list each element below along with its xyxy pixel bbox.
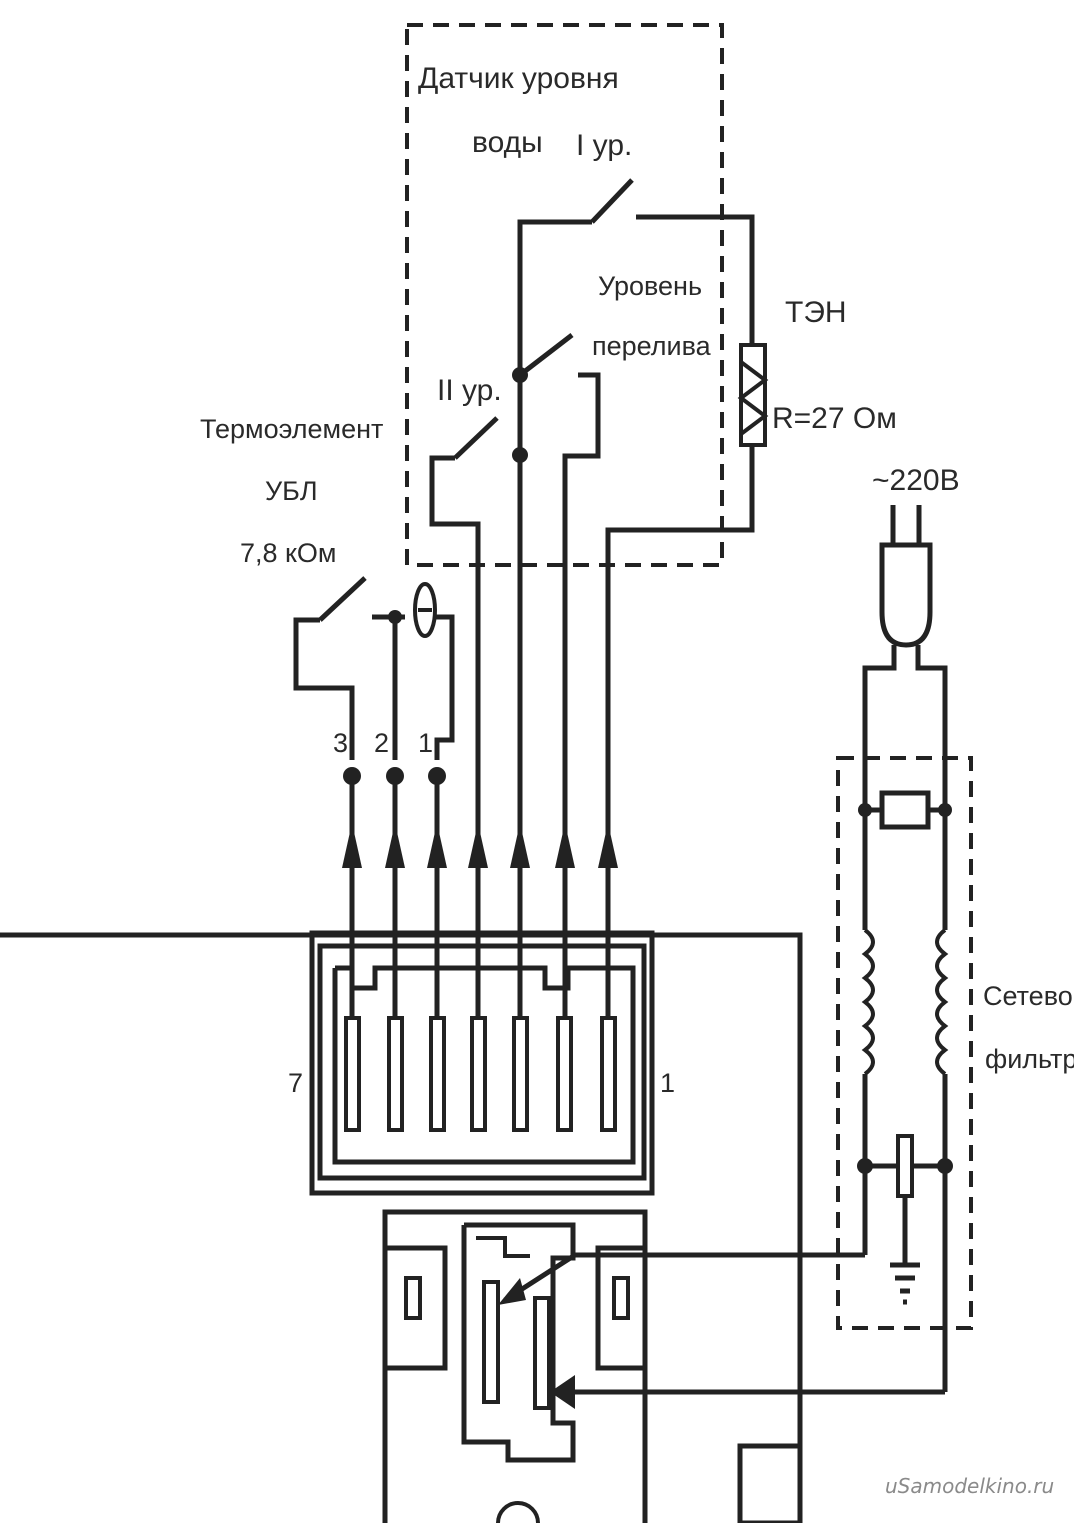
junction-dot — [857, 1158, 873, 1174]
connector-pin — [344, 1016, 361, 1132]
connector-left-pin-label: 7 — [288, 1068, 303, 1098]
lock-pin-2-label: 2 — [374, 728, 389, 758]
filter-label-line2: фильтр — [985, 1044, 1074, 1074]
overflow-label-line2: перелива — [592, 331, 712, 361]
heater-resistance: R=27 Ом — [772, 402, 897, 435]
lock-pin-1-label: 1 — [418, 728, 433, 758]
level2-label: II ур. — [437, 374, 502, 407]
capacitor — [896, 1134, 914, 1198]
connector-pin — [470, 1016, 487, 1132]
filter-output-wires — [498, 1252, 945, 1409]
mains-filter — [861, 765, 949, 1392]
connector-pin — [600, 1016, 617, 1132]
resistor — [879, 790, 931, 830]
power-connector — [382, 1209, 803, 1523]
junction-dot — [512, 367, 528, 383]
arrow-head — [427, 823, 447, 868]
connector-pin — [429, 1016, 446, 1132]
junction-dot — [388, 610, 402, 624]
door-lock-switch — [293, 576, 367, 760]
junction-dot — [938, 803, 952, 817]
level1-label: I ур. — [576, 129, 632, 162]
inductor-coil — [935, 928, 949, 1076]
door-lock-thermoelement — [372, 582, 455, 760]
mains-filter-boundary — [836, 756, 973, 1330]
filter-label-line1: Сетевой — [983, 981, 1074, 1011]
door-lock-label-line1: Термоэлемент — [200, 414, 383, 444]
arrow-head — [385, 823, 405, 868]
junction-dot — [858, 803, 872, 817]
water-sensor-title: Датчик уровня — [418, 62, 619, 95]
heater-element — [605, 343, 769, 930]
inductor-coil — [861, 928, 875, 1076]
arrow-head — [342, 823, 362, 868]
watermark: uSamodelkino.ru — [885, 1474, 1054, 1498]
water-sensor-title-line2: воды — [472, 126, 543, 159]
arrow-head — [555, 823, 575, 868]
overflow-label-line1: Уровень — [598, 271, 702, 301]
heater-name: ТЭН — [785, 296, 847, 329]
mains-plug-icon — [862, 505, 948, 765]
water-sensor-boundary — [405, 23, 724, 567]
connector-pin — [556, 1016, 573, 1132]
door-lock-label-line2: УБЛ — [265, 476, 318, 506]
arrow-head — [468, 823, 488, 868]
level1-switch — [517, 178, 755, 375]
level2-switch — [429, 416, 499, 930]
connector-block — [309, 930, 655, 1196]
overflow-switch — [518, 333, 601, 930]
connector-arrows — [342, 823, 618, 868]
arrow-head — [598, 823, 618, 868]
control-board-outline — [0, 932, 803, 1523]
connector-pin — [387, 1016, 404, 1132]
connector-right-pin-label: 1 — [660, 1068, 675, 1098]
junction-dot — [937, 1158, 953, 1174]
junction-dot — [512, 447, 528, 463]
door-lock-label-line3: 7,8 кОм — [240, 538, 336, 568]
mains-voltage-label: ~220В — [872, 464, 960, 497]
arrow-head — [510, 823, 530, 868]
connector-pin — [512, 1016, 529, 1132]
lock-pin-3-label: 3 — [333, 728, 348, 758]
